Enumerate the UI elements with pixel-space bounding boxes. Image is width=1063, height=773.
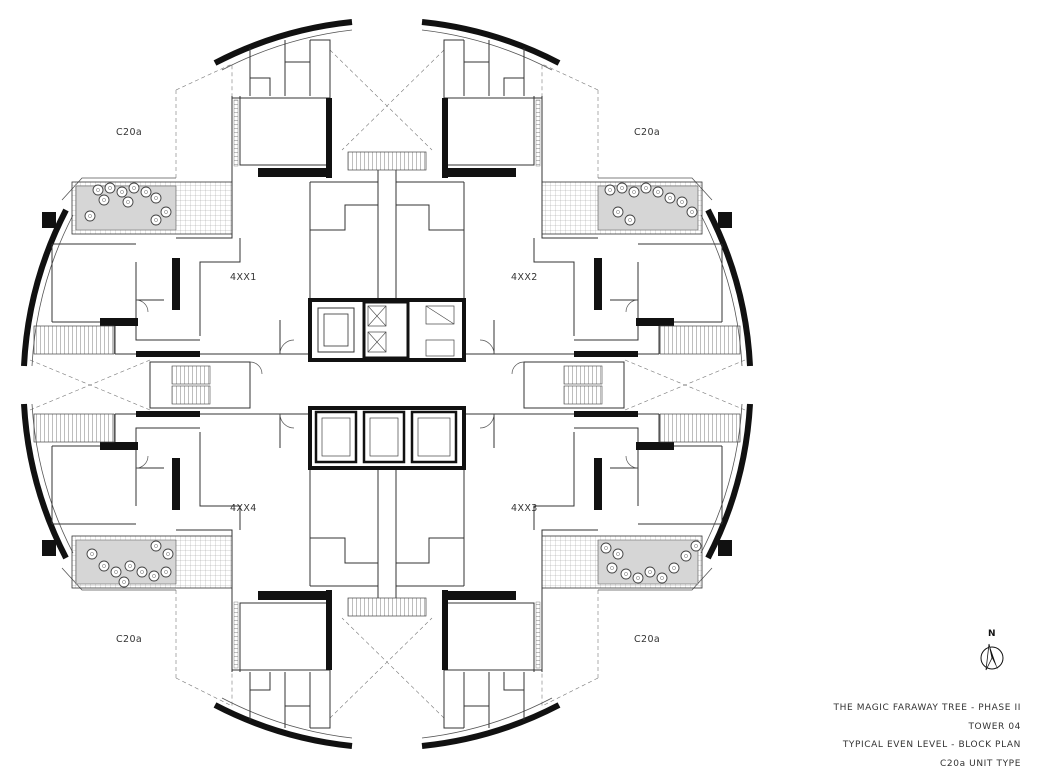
- unit-code-4xx1: 4XX1: [230, 272, 257, 283]
- unit-type-sw: C20a: [116, 634, 142, 645]
- unit-type-nw: C20a: [116, 127, 142, 138]
- unit-code-4xx3: 4XX3: [511, 503, 538, 514]
- unit-type-ne: C20a: [634, 127, 660, 138]
- lift-icon: [310, 300, 464, 468]
- tower-name: TOWER 04: [834, 718, 1021, 737]
- level-name: TYPICAL EVEN LEVEL - BLOCK PLAN: [834, 736, 1021, 755]
- door-swings: [136, 300, 638, 468]
- tree-planting-icon: [85, 183, 701, 587]
- north-arrow-icon: [980, 630, 1016, 680]
- interior-walls: [52, 40, 722, 728]
- unit-type-label: C20a UNIT TYPE: [834, 755, 1021, 773]
- outline-dashed: [30, 50, 745, 718]
- title-block: THE MAGIC FARAWAY TREE - PHASE II TOWER …: [834, 699, 1021, 773]
- unit-code-4xx2: 4XX2: [511, 272, 538, 283]
- unit-code-4xx4: 4XX4: [230, 503, 257, 514]
- unit-type-se: C20a: [634, 634, 660, 645]
- project-title: THE MAGIC FARAWAY TREE - PHASE II: [834, 699, 1021, 718]
- planting-beds: [72, 182, 702, 588]
